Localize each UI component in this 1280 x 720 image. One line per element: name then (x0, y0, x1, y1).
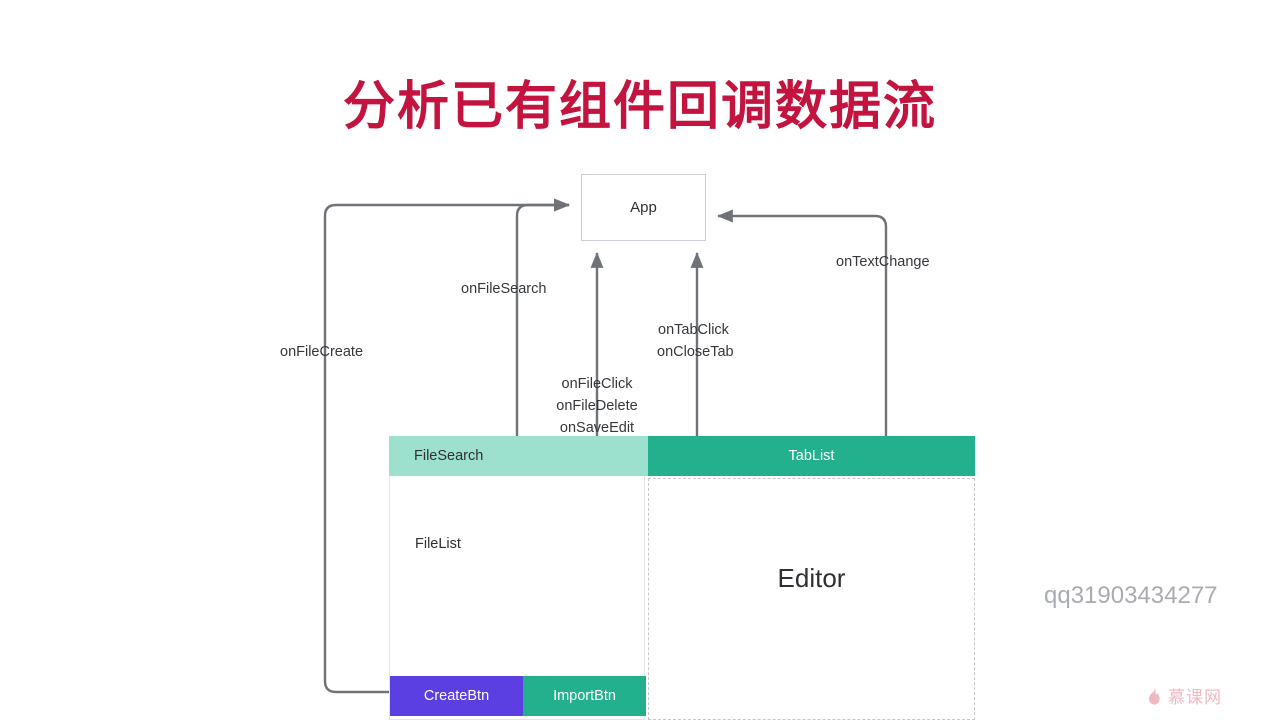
edge-ontextchange (717, 209, 888, 441)
edge-label-onfileclick: onFileClick (561, 376, 633, 392)
edge-label-onsaveedit: onSaveEdit (559, 420, 635, 436)
page-title: 分析已有组件回调数据流 (342, 78, 937, 136)
edge-label-ontabclick: onTabClick (658, 322, 729, 338)
brand-name: 慕课网 (1168, 688, 1222, 707)
import-button[interactable]: ImportBtn (523, 676, 646, 716)
node-app[interactable]: App (581, 174, 706, 241)
component-tablist[interactable]: TabList (648, 436, 975, 476)
create-button[interactable]: CreateBtn (390, 676, 523, 716)
component-filelist-label: FileList (415, 536, 461, 552)
edge-label-onfilecreate: onFileCreate (280, 344, 364, 360)
app-layout-mock: FileList CreateBtn ImportBtn FileSearch … (389, 436, 975, 720)
edge-label-onfilesearch: onFileSearch (461, 281, 547, 297)
node-app-label: App (630, 199, 657, 216)
flame-icon (1149, 686, 1160, 705)
edge-label-onclosetab: onCloseTab (657, 344, 734, 360)
edge-label-onfiledelete: onFileDelete (556, 398, 638, 414)
brand-logo: 慕课网 (1146, 683, 1222, 708)
left-panel: FileList CreateBtn ImportBtn (389, 436, 646, 720)
component-editor[interactable]: Editor (648, 478, 975, 720)
watermark-text: qq31903434277 (1044, 582, 1218, 609)
component-filesearch[interactable]: FileSearch (389, 436, 645, 476)
component-editor-label: Editor (777, 563, 846, 593)
button-row: CreateBtn ImportBtn (390, 676, 646, 716)
edge-label-ontextchange: onTextChange (836, 254, 930, 270)
